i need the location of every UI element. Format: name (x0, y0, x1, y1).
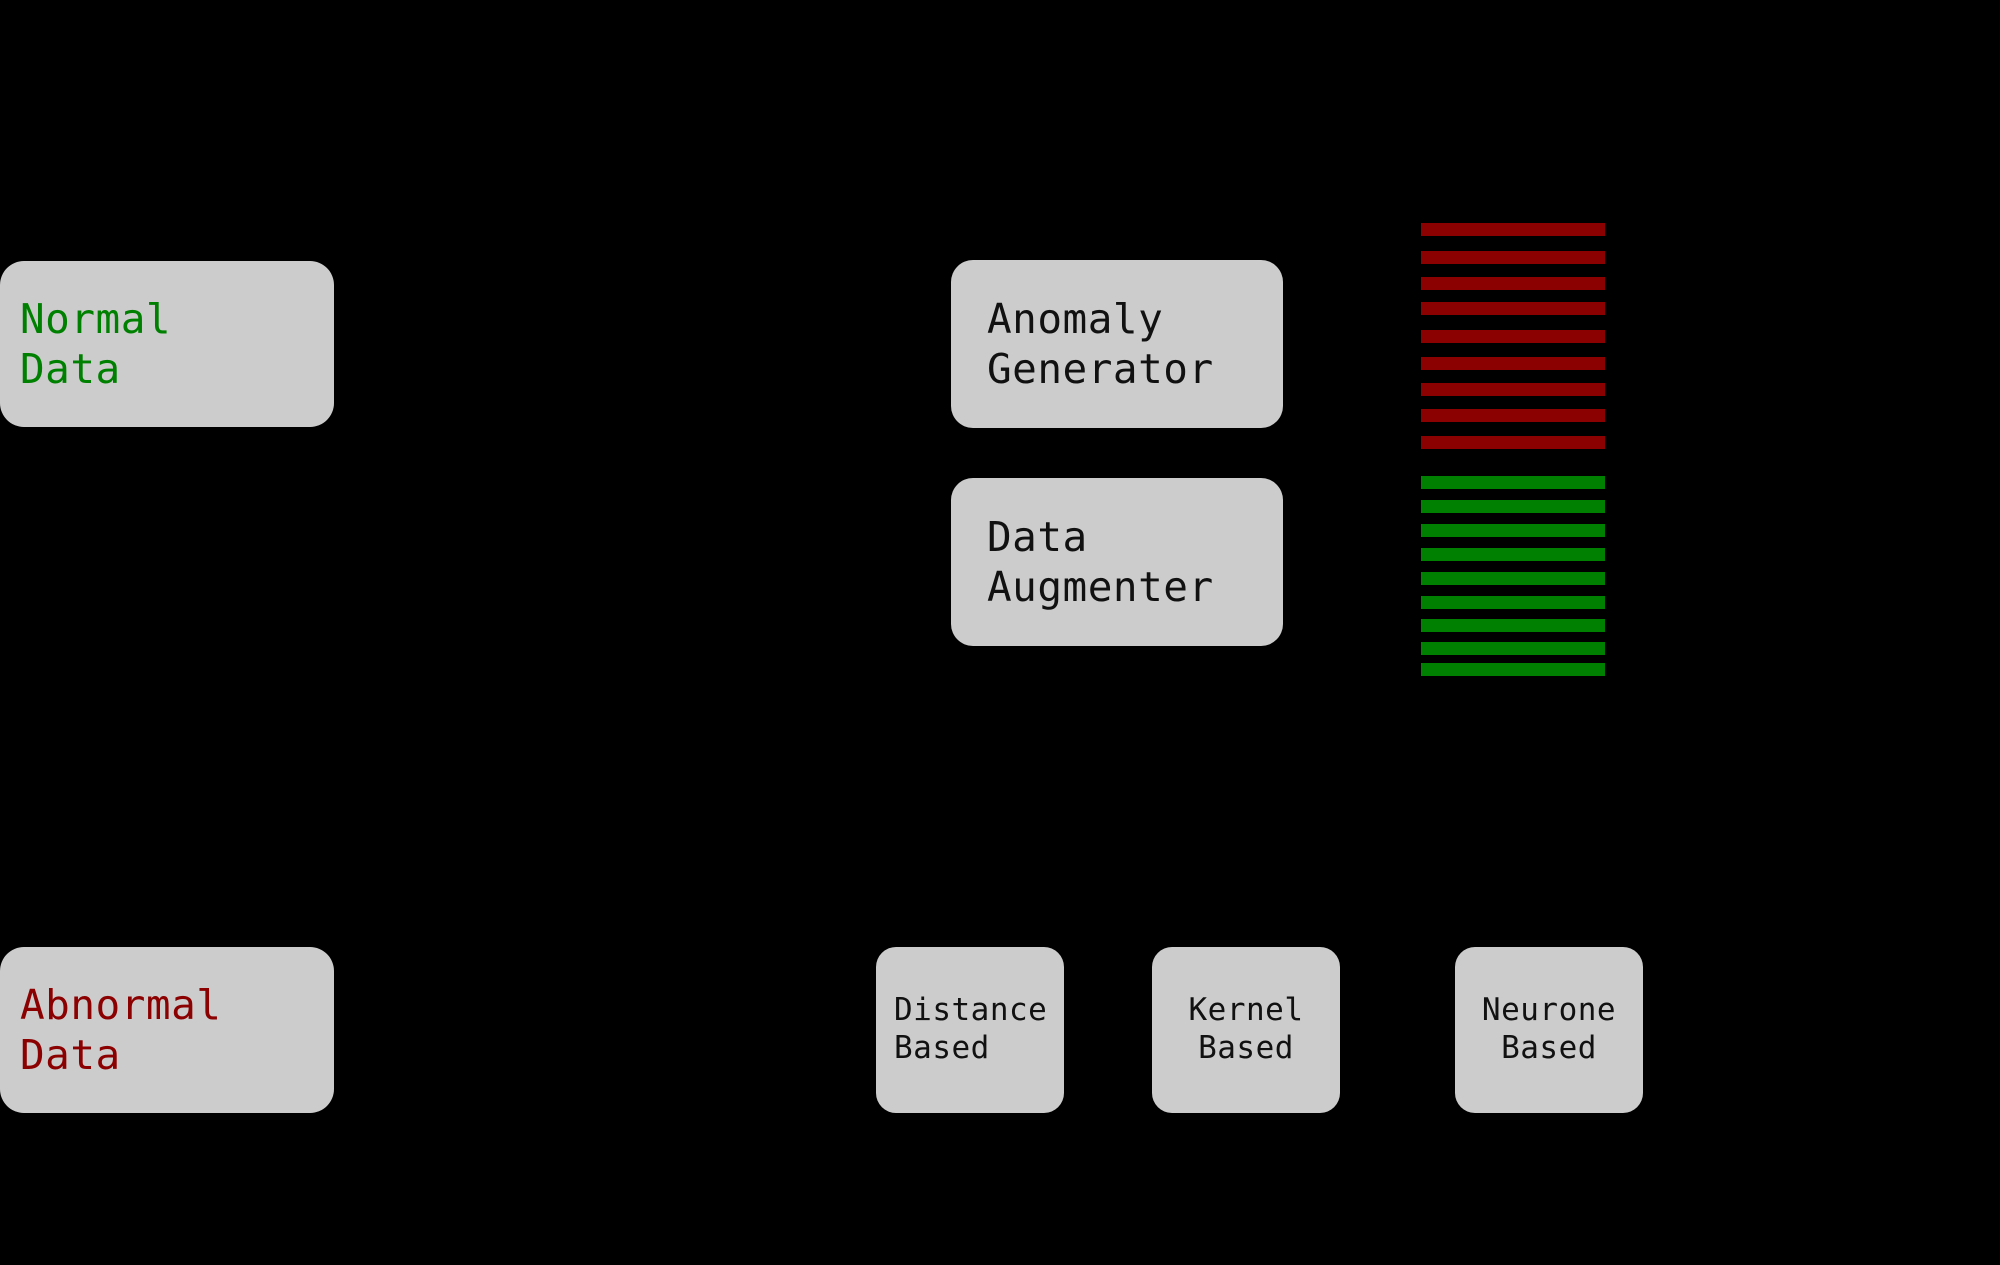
sample-bar-normal (1421, 476, 1605, 489)
sample-bar-normal (1421, 596, 1605, 609)
node-data-augmenter[interactable]: Data Augmenter (951, 478, 1283, 646)
node-kernel-based[interactable]: Kernel Based (1152, 947, 1340, 1113)
node-abnormal-data-line-1: Abnormal (20, 980, 222, 1029)
node-abnormal-data[interactable]: Abnormal Data (0, 947, 334, 1113)
sample-bar-anomaly (1421, 277, 1605, 290)
node-normal-data[interactable]: Normal Data (0, 261, 334, 427)
node-normal-data-line-2: Data (20, 345, 121, 393)
sample-bar-normal (1421, 663, 1605, 676)
sample-bar-normal (1421, 619, 1605, 632)
node-kernel-based-line-1: Kernel (1188, 992, 1304, 1029)
sample-bar-normal (1421, 642, 1605, 655)
sample-bar-stack (1421, 219, 1605, 681)
node-distance-based-line-2: Based (894, 1030, 990, 1066)
sample-bar-anomaly (1421, 357, 1605, 370)
node-anomaly-generator-line-1: Anomaly (987, 294, 1164, 343)
node-distance-based-line-1: Distance (894, 992, 1048, 1029)
node-neurone-based-line-1: Neurone (1481, 992, 1617, 1029)
sample-bar-anomaly (1421, 409, 1605, 422)
sample-bar-normal (1421, 500, 1605, 513)
node-anomaly-generator-line-2: Generator (987, 345, 1214, 393)
node-neurone-based-line-2: Based (1501, 1030, 1597, 1066)
sample-bar-anomaly (1421, 223, 1605, 236)
sample-bar-anomaly (1421, 302, 1605, 315)
node-abnormal-data-line-2: Data (20, 1031, 121, 1079)
sample-bar-normal (1421, 524, 1605, 537)
node-kernel-based-line-2: Based (1198, 1030, 1294, 1066)
node-distance-based[interactable]: Distance Based (876, 947, 1064, 1113)
sample-bar-normal (1421, 548, 1605, 561)
node-data-augmenter-line-2: Augmenter (987, 563, 1214, 611)
node-data-augmenter-line-1: Data (987, 512, 1088, 561)
sample-bar-anomaly (1421, 436, 1605, 449)
sample-bar-anomaly (1421, 383, 1605, 396)
sample-bar-anomaly (1421, 251, 1605, 264)
node-neurone-based[interactable]: Neurone Based (1455, 947, 1643, 1113)
sample-bar-anomaly (1421, 330, 1605, 343)
node-normal-data-line-1: Normal (20, 294, 172, 343)
node-anomaly-generator[interactable]: Anomaly Generator (951, 260, 1283, 428)
sample-bar-normal (1421, 572, 1605, 585)
